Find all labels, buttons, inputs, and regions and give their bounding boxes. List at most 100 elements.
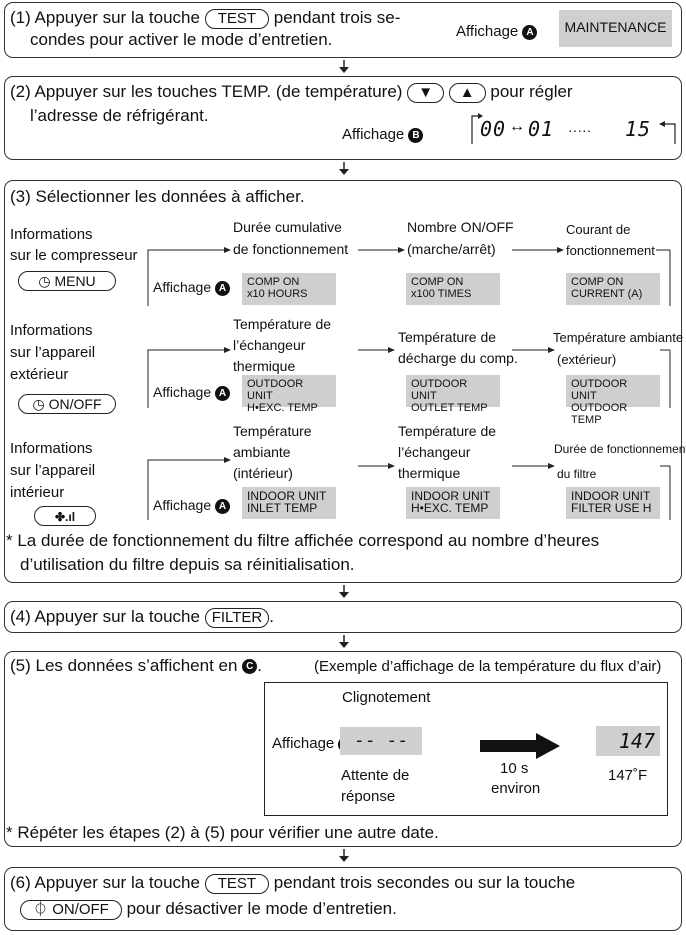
marker-a-icon: A xyxy=(522,24,538,40)
step1-line1: (1) Appuyer sur la touche TEST pendant t… xyxy=(10,8,401,29)
in-item1-caption1: Température xyxy=(233,423,312,439)
in-item1-caption3: (intérieur) xyxy=(233,465,293,481)
out-item3-caption1: Température ambiante xyxy=(553,330,684,345)
out-item1-caption2: l’échangeur xyxy=(233,337,306,353)
marker-a-icon: A xyxy=(215,498,231,514)
power-on-off-button: ⏀ ON/OFF xyxy=(20,899,122,920)
out-display-label: Affichage A xyxy=(153,384,231,401)
comp-item1-caption1: Durée cumulative xyxy=(233,219,342,235)
outdoor-label3: extérieur xyxy=(10,366,69,383)
step2-line2: l’adresse de réfrigérant. xyxy=(30,106,209,125)
down-arrow-icon xyxy=(339,60,349,79)
marker-a-icon: A xyxy=(215,385,231,401)
time-line1: 10 s xyxy=(500,760,529,777)
indoor-label2: sur l’appareil xyxy=(10,462,96,479)
temp-down-button: ▼ xyxy=(407,82,445,103)
step1-display-label: Affichage A xyxy=(456,23,538,40)
result-lcd: 147 xyxy=(596,726,660,756)
out-item3-caption2: (extérieur) xyxy=(557,352,617,367)
outdoor-label1: Informations xyxy=(10,322,93,339)
step3-note-line2: d’utilisation du filtre depuis sa réinit… xyxy=(20,555,355,574)
test-button: TEST xyxy=(204,8,270,29)
in-display-label: Affichage A xyxy=(153,497,231,514)
down-arrow-icon xyxy=(339,585,349,604)
power-icon: ⏀ xyxy=(33,900,49,918)
out-item2-caption1: Température de xyxy=(398,329,497,345)
triangle-up-icon: ▲ xyxy=(459,83,475,101)
outdoor-label2: sur l’appareil xyxy=(10,344,96,361)
out-item1-caption3: thermique xyxy=(233,358,296,374)
step2-line1: (2) Appuyer sur les touches TEMP. (de te… xyxy=(10,82,573,103)
big-arrow-icon xyxy=(480,733,560,759)
fan-speed-button: ✤.ıl xyxy=(34,506,96,526)
address-first: 00 xyxy=(480,117,507,141)
down-arrow-icon xyxy=(339,635,349,654)
result-unit: 147˚F xyxy=(608,767,648,784)
comp-item2-caption1: Nombre ON/OFF xyxy=(407,219,514,235)
out-item2-caption2: décharge du comp. xyxy=(398,350,518,366)
step4-text: (4) Appuyer sur la touche FILTER. xyxy=(10,607,274,628)
filter-button: FILTER xyxy=(204,607,270,628)
comp-item2-caption2: (marche/arrêt) xyxy=(407,241,496,257)
down-arrow-icon xyxy=(339,162,349,181)
address-dots: ····· xyxy=(568,122,592,138)
menu-button: ◷ MENU xyxy=(18,271,116,291)
in-item1-caption2: ambiante xyxy=(233,444,291,460)
comp-item1-caption2: de fonctionnement xyxy=(233,241,349,257)
step5-example: (Exemple d’affichage de la température d… xyxy=(314,658,662,675)
step6-box xyxy=(4,867,682,931)
down-arrow-icon xyxy=(339,849,349,868)
step2-display-label: Affichage B xyxy=(342,126,424,143)
marker-b-icon: B xyxy=(408,127,424,143)
address-loop-arrow xyxy=(471,113,676,144)
fan-speed-icon: ✤.ıl xyxy=(54,510,76,524)
maintenance-lcd: MAINTENANCE xyxy=(559,10,672,47)
in-item3-caption2: du filtre xyxy=(557,467,597,481)
blinking-lcd: -- -- xyxy=(340,727,422,755)
step5-text: (5) Les données s’affichent en C. xyxy=(10,656,262,675)
in-item3-caption1: Durée de fonctionnement xyxy=(554,442,686,456)
compressor-label1: Informations xyxy=(10,226,93,243)
comp-item3-caption1: Courant de xyxy=(566,222,631,237)
address-second: 01 xyxy=(528,117,555,141)
compressor-label2: sur le compresseur xyxy=(10,247,138,264)
step6-line2: ⏀ ON/OFF pour désactiver le mode d’entre… xyxy=(20,899,397,920)
temp-up-button: ▲ xyxy=(448,82,486,103)
step3-title: (3) Sélectionner les données à afficher. xyxy=(10,187,305,206)
test-button: TEST xyxy=(204,873,270,894)
step3-note-line1: * La durée de fonctionnement du filtre a… xyxy=(6,531,600,550)
comp-item3-caption2: fonctionnement xyxy=(566,243,655,258)
wait-line2: réponse xyxy=(341,788,396,805)
in-item2-caption2: l’échangeur xyxy=(398,444,471,460)
on-off-button: ◷ ON/OFF xyxy=(18,394,116,414)
indoor-label3: intérieur xyxy=(10,484,65,501)
in-item2-caption3: thermique xyxy=(398,465,461,481)
double-arrow-icon: ↔ xyxy=(509,118,525,135)
step5-example-frame xyxy=(264,682,668,816)
blink-label: Clignotement xyxy=(342,689,431,706)
indoor-label1: Informations xyxy=(10,440,93,457)
clock-icon: ◷ xyxy=(38,273,51,289)
step6-line1: (6) Appuyer sur la touche TEST pendant t… xyxy=(10,873,576,894)
step2-box xyxy=(4,76,682,160)
out-item1-caption1: Température de xyxy=(233,316,332,332)
clock-icon: ◷ xyxy=(32,396,45,412)
in-item2-caption1: Température de xyxy=(398,423,497,439)
comp-display-label: Affichage A xyxy=(153,279,231,296)
marker-a-icon: A xyxy=(215,280,231,296)
time-line2: environ xyxy=(491,780,541,797)
triangle-down-icon: ▼ xyxy=(418,83,434,101)
address-last: 15 xyxy=(625,117,652,141)
